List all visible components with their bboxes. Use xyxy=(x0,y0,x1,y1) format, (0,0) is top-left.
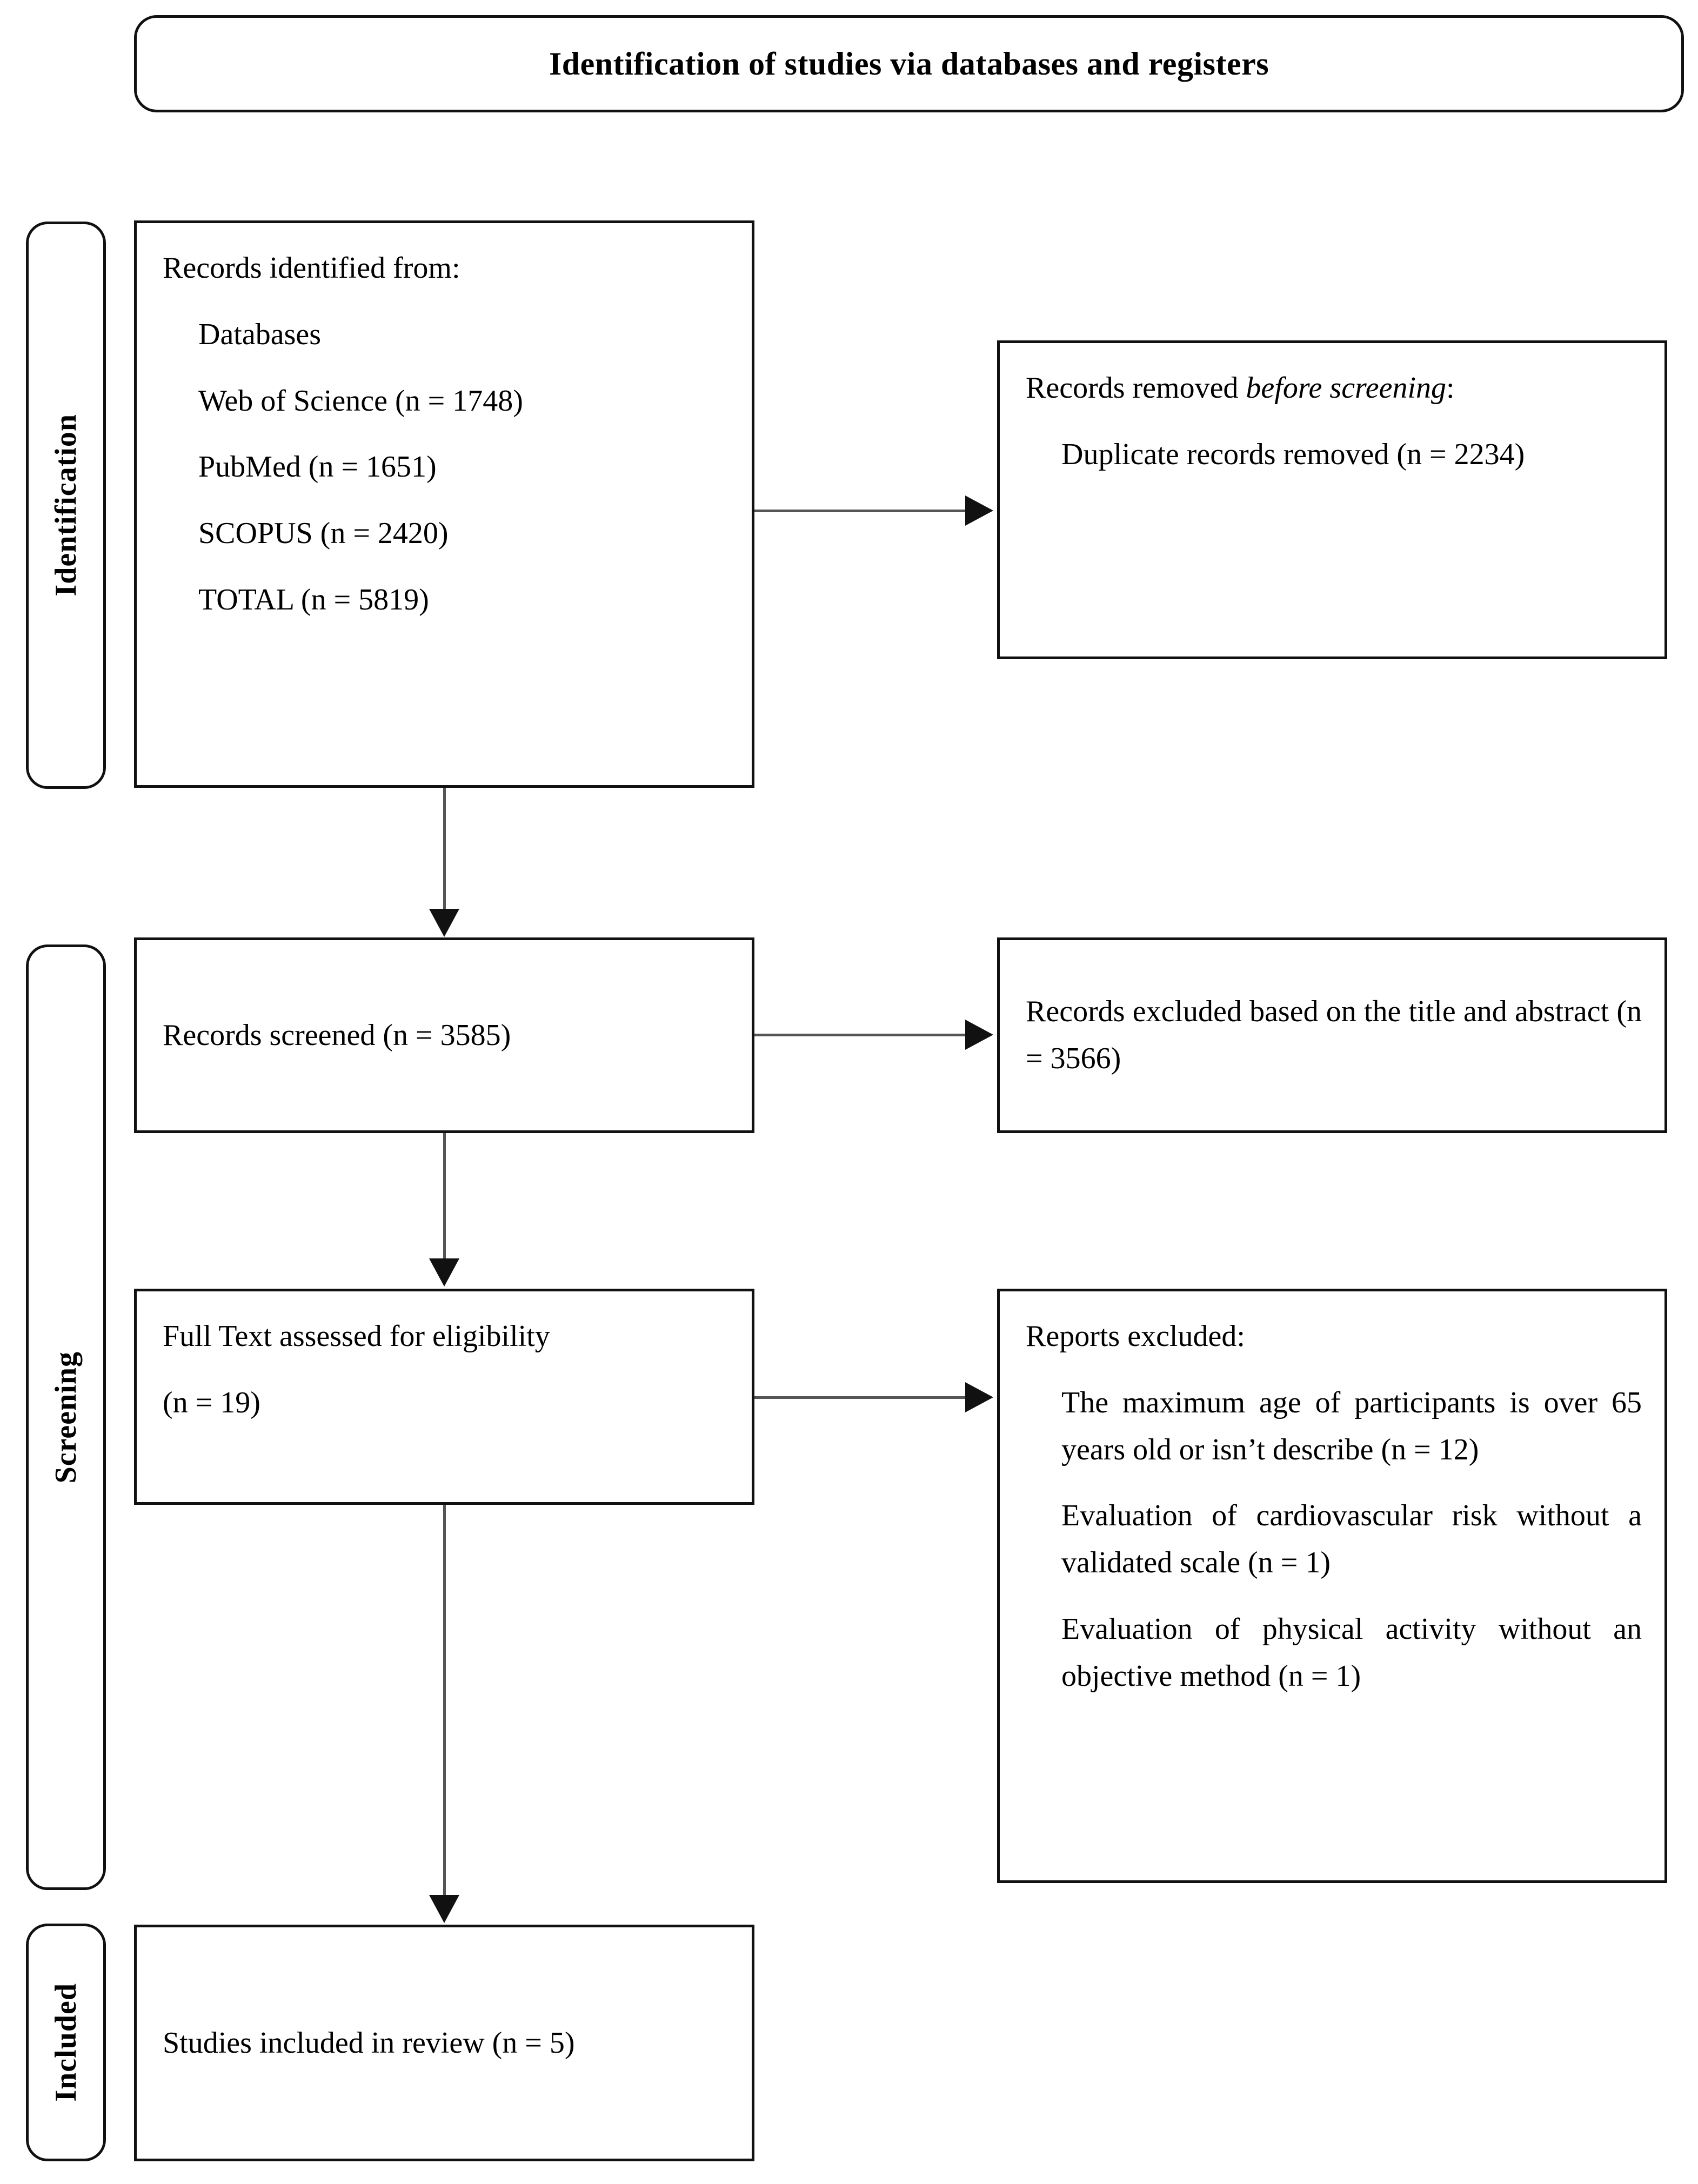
full-text-line-1: Full Text assessed for eligibility xyxy=(163,1319,550,1353)
records-identified-heading: Records identified from: xyxy=(163,251,460,285)
records-excluded-text: Records excluded based on the title and … xyxy=(1026,995,1642,1075)
records-removed-heading: Records removed before screening: xyxy=(1026,365,1642,412)
records-removed-heading-prefix: Records removed xyxy=(1026,371,1246,405)
reports-excluded-heading: Reports excluded: xyxy=(1026,1319,1245,1353)
records-identified-line-4: SCOPUS (n = 2420) xyxy=(198,517,449,551)
box-reports-excluded: Reports excluded: The maximum age of par… xyxy=(997,1289,1667,1883)
records-removed-heading-italic: before screening xyxy=(1246,371,1447,405)
reports-excluded-line-3: Evaluation of physical activity without … xyxy=(1061,1612,1642,1693)
box-studies-included: Studies included in review (n = 5) xyxy=(134,1925,754,2161)
box-records-excluded: Records excluded based on the title and … xyxy=(997,937,1667,1133)
stage-label-identification-text: Identification xyxy=(49,414,83,597)
studies-included-text: Studies included in review (n = 5) xyxy=(163,2026,575,2060)
connector-identified-to-screened-line xyxy=(443,788,446,909)
stage-label-screening-text: Screening xyxy=(49,1351,83,1484)
records-screened-text: Records screened (n = 3585) xyxy=(163,1018,511,1052)
connector-identified-to-removed-arrowhead xyxy=(965,495,993,526)
stage-label-included: Included xyxy=(26,1924,106,2161)
stage-label-included-text: Included xyxy=(49,1983,83,2102)
records-identified-line-1: Databases xyxy=(198,317,322,351)
records-identified-line-2: Web of Science (n = 1748) xyxy=(198,384,523,418)
reports-excluded-line-2: Evaluation of cardiovascular risk withou… xyxy=(1061,1499,1642,1580)
page-title: Identification of studies via databases … xyxy=(549,45,1269,82)
stage-label-screening: Screening xyxy=(26,944,106,1890)
connector-screened-to-excluded-line xyxy=(754,1034,965,1036)
connector-identified-to-removed-line xyxy=(754,510,965,512)
records-identified-line-3: PubMed (n = 1651) xyxy=(198,450,437,484)
box-records-identified: Records identified from: Databases Web o… xyxy=(134,220,754,788)
reports-excluded-line-1: The maximum age of participants is over … xyxy=(1061,1385,1642,1466)
connector-fulltext-to-reports-excluded-line xyxy=(754,1396,965,1399)
full-text-line-2: (n = 19) xyxy=(163,1385,260,1419)
connector-fulltext-to-included-line xyxy=(443,1505,446,1895)
stage-label-identification: Identification xyxy=(26,222,106,789)
records-identified-line-5: TOTAL (n = 5819) xyxy=(198,582,429,617)
connector-screened-to-fulltext-arrowhead xyxy=(429,1258,459,1287)
connector-screened-to-excluded-arrowhead xyxy=(965,1020,993,1050)
box-records-screened: Records screened (n = 3585) xyxy=(134,937,754,1133)
connector-fulltext-to-included-arrowhead xyxy=(429,1895,459,1923)
connector-identified-to-screened-arrowhead xyxy=(429,909,459,937)
connector-screened-to-fulltext-line xyxy=(443,1133,446,1258)
box-records-removed: Records removed before screening: Duplic… xyxy=(997,340,1667,659)
box-full-text-assessed: Full Text assessed for eligibility (n = … xyxy=(134,1289,754,1505)
records-removed-line-1: Duplicate records removed (n = 2234) xyxy=(1061,437,1525,471)
records-removed-heading-suffix: : xyxy=(1446,371,1455,405)
diagram-title-box: Identification of studies via databases … xyxy=(134,15,1684,112)
connector-fulltext-to-reports-excluded-arrowhead xyxy=(965,1382,993,1412)
